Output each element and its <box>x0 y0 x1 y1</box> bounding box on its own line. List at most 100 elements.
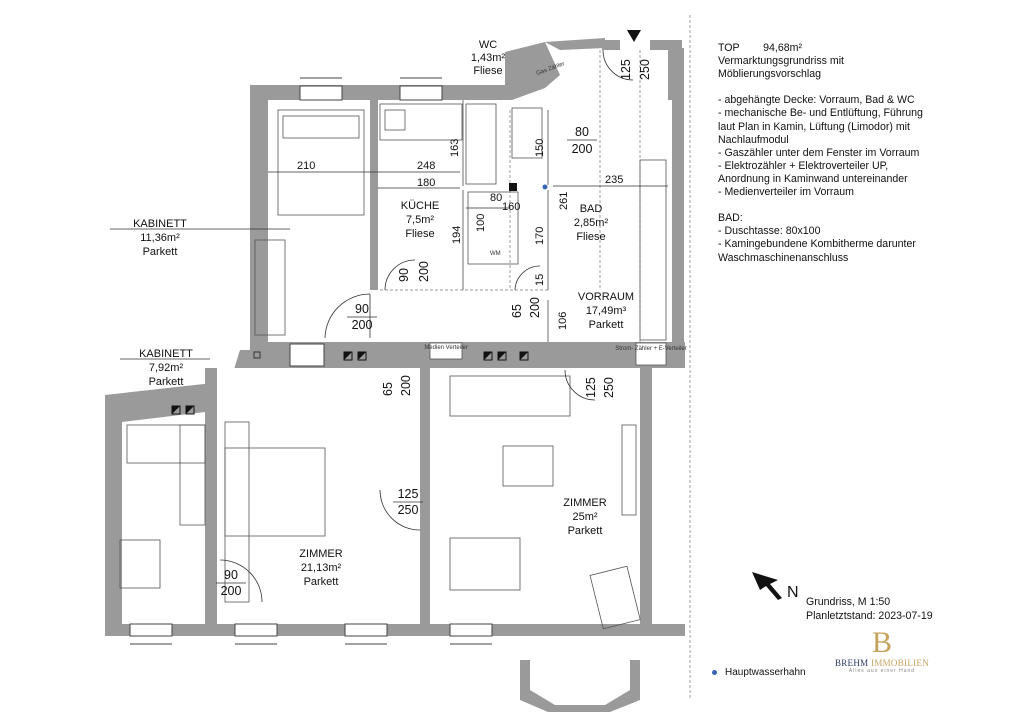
dim-150: 150 <box>534 139 546 157</box>
room-labels: WC 1,43m² Fliese KABINETT 11,36m² Parket… <box>110 39 634 588</box>
info-line: Anordnung in Kaminwand untereinander <box>718 172 908 185</box>
logo-tagline: Alles aus einer Hand <box>848 668 916 674</box>
info-line: Waschmaschinenanschluss <box>718 251 849 264</box>
dimension-labels: 210 248 180 163 150 235 261 160 80 100 1… <box>297 139 623 330</box>
furniture <box>119 103 667 630</box>
logo-brand-b: IMMOBILIEN <box>871 658 930 668</box>
room-area: 17,49m³ <box>586 305 627 317</box>
door-width: 90 <box>355 302 369 316</box>
room-floor: Parkett <box>149 376 184 388</box>
info-line: - Kamingebundene Kombitherme darunter <box>718 238 916 251</box>
info-line: - Medienverteiler im Vorraum <box>718 186 854 199</box>
info-line: Nachlaufmodul <box>718 133 789 146</box>
room-area: 2,85m² <box>574 217 609 229</box>
north-arrow: N <box>752 572 799 601</box>
room-floor: Parkett <box>304 576 339 588</box>
hauptwasserhahn-marker <box>542 184 548 190</box>
room-floor: Fliese <box>405 228 434 240</box>
door-width: 125 <box>398 487 419 501</box>
door-width: 65 <box>381 382 395 396</box>
dim-80: 80 <box>490 192 502 204</box>
logo-letter: B <box>871 626 892 659</box>
door-height: 200 <box>528 297 542 318</box>
room-floor: Parkett <box>568 525 603 537</box>
room-name: BAD <box>580 203 603 215</box>
room-area: 21,13m² <box>301 562 342 574</box>
info-line: Möblierungsvorschlag <box>718 68 822 81</box>
logo-brand: BREHM IMMOBILIEN <box>824 658 940 668</box>
info-line: - Gaszähler unter dem Fenster im Vorraum <box>718 146 920 159</box>
door-height: 250 <box>602 377 616 398</box>
door-height: 250 <box>398 503 419 517</box>
entrance-arrow <box>627 30 641 42</box>
room-name: KÜCHE <box>401 200 440 212</box>
door-height: 200 <box>221 584 242 598</box>
info-block: TOP 94,68m² Vermarktungsgrundriss mit Mö… <box>718 42 1018 265</box>
info-line <box>718 81 1018 94</box>
dimension-lines <box>268 100 668 342</box>
legend: Hauptwasserhahn <box>712 667 806 678</box>
door-width: 125 <box>619 59 633 80</box>
window-sills <box>130 77 492 645</box>
door-width: 90 <box>397 268 411 282</box>
scale-label: Grundriss, M 1:50 <box>806 596 891 608</box>
room-area: 7,5m² <box>406 214 434 226</box>
shafts <box>171 183 548 415</box>
hauptwasserhahn-icon <box>712 669 717 675</box>
room-area: 7,92m² <box>149 362 184 374</box>
top-label: TOP <box>718 42 740 54</box>
door-width: 65 <box>510 304 524 318</box>
top-area: 94,68m² <box>763 42 803 54</box>
info-line: - Elektrozähler + Elektroverteiler UP, <box>718 159 889 172</box>
dim-261: 261 <box>558 192 570 210</box>
strom-zaehler-label: Strom- Zähler + E-Verteiler <box>615 346 687 352</box>
door-height: 200 <box>417 261 431 282</box>
room-floor: Fliese <box>576 231 605 243</box>
logo-brand-a: BREHM <box>834 658 869 668</box>
room-area: 1,43m² <box>471 52 506 64</box>
room-area: 11,36m² <box>140 232 180 244</box>
dim-194: 194 <box>451 226 463 244</box>
info-line: BAD: <box>718 212 743 225</box>
dim-180: 180 <box>417 177 435 189</box>
plan-date: Planletztstand: 2023-07-19 <box>806 610 933 622</box>
legend-label: Hauptwasserhahn <box>725 667 806 678</box>
door-labels: 90 200 90 200 65 200 65 200 125 250 125 … <box>216 59 652 598</box>
dim-163: 163 <box>449 139 461 157</box>
room-name: KABINETT <box>133 218 187 230</box>
door-swings <box>219 49 634 603</box>
room-floor: Fliese <box>473 65 502 77</box>
door-height: 200 <box>572 142 593 156</box>
dim-100: 100 <box>475 214 487 232</box>
dim-210: 210 <box>297 160 315 172</box>
room-name: WC <box>479 39 497 51</box>
door-width: 125 <box>584 377 598 398</box>
dim-160: 160 <box>502 201 520 213</box>
dim-106: 106 <box>557 312 569 330</box>
top-line: TOP 94,68m² <box>718 42 1018 55</box>
info-line: laut Plan in Kamin, Lüftung (Limodor) mi… <box>718 120 910 133</box>
floor-areas <box>122 100 672 705</box>
info-line <box>718 199 1018 212</box>
info-line: - mechanische Be- und Entlüftung, Führun… <box>718 107 923 120</box>
dim-15: 15 <box>534 274 546 286</box>
dim-248: 248 <box>417 160 435 172</box>
info-line: - Duschtasse: 80x100 <box>718 225 821 238</box>
logo-mark: B <box>824 628 940 658</box>
room-floor: Parkett <box>589 319 624 331</box>
info-line: Vermarktungsgrundriss mit <box>718 55 844 68</box>
room-name: ZIMMER <box>299 548 342 560</box>
door-width: 90 <box>224 568 238 582</box>
brehm-logo: B BREHM IMMOBILIEN Alles aus einer Hand <box>824 628 940 675</box>
dim-170: 170 <box>534 227 546 245</box>
door-width: 80 <box>575 125 589 139</box>
info-line: - abgehängte Decke: Vorraum, Bad & WC <box>718 94 915 107</box>
north-label: N <box>787 584 799 601</box>
door-height: 250 <box>638 59 652 80</box>
room-name: KABINETT <box>139 348 193 360</box>
medien-verteiler-label: Medien Verteiler <box>424 345 467 351</box>
room-name: VORRAUM <box>578 291 634 303</box>
door-height: 200 <box>399 375 413 396</box>
room-floor: Parkett <box>143 246 178 258</box>
